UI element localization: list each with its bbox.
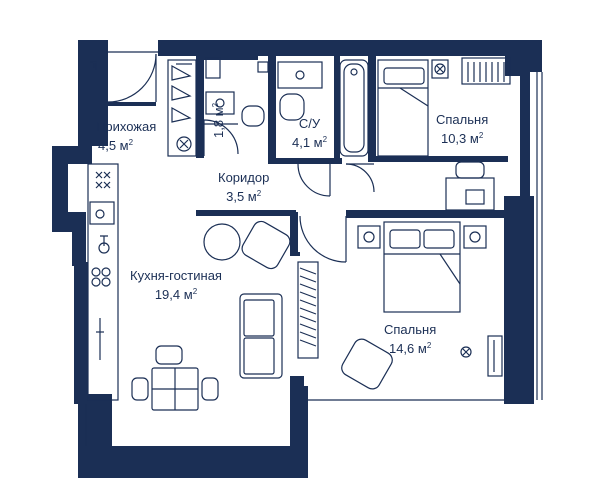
room-name-hallway: Прихожая bbox=[96, 119, 157, 134]
room-area-bathroom: 4,1 м2 bbox=[292, 135, 328, 150]
room-label-corridor: Коридор 3,5 м2 bbox=[218, 170, 269, 205]
room-area-hallway: 4,5 м2 bbox=[98, 138, 134, 153]
room-name-bedroom1: Спальня bbox=[436, 112, 489, 127]
room-area-kitchen: 19,4 м2 bbox=[154, 287, 198, 302]
room-label-kitchen: Кухня-гостиная 19,4 м2 bbox=[130, 268, 222, 303]
room-name-kitchen: Кухня-гостиная bbox=[130, 268, 222, 283]
room-label-bathroom: С/У 4,1 м2 bbox=[292, 116, 327, 151]
room-area-closet: 1,8 м2 bbox=[211, 102, 226, 138]
room-name-bedroom2: Спальня bbox=[384, 322, 437, 337]
room-label-bedroom2: Спальня 14,6 м2 bbox=[384, 322, 436, 357]
room-name-corridor: Коридор bbox=[218, 170, 270, 185]
room-area-corridor: 3,5 м2 bbox=[226, 189, 262, 204]
room-area-bedroom2: 14,6 м2 bbox=[388, 341, 432, 356]
room-label-closet: 1,8 м2 bbox=[208, 103, 227, 138]
walls bbox=[52, 40, 542, 478]
room-area-bedroom1: 10,3 м2 bbox=[440, 131, 484, 146]
room-name-bathroom: С/У bbox=[298, 116, 321, 131]
room-label-bedroom1: Спальня 10,3 м2 bbox=[436, 112, 488, 147]
room-label-hallway: Прихожая 4,5 м2 bbox=[96, 119, 156, 154]
